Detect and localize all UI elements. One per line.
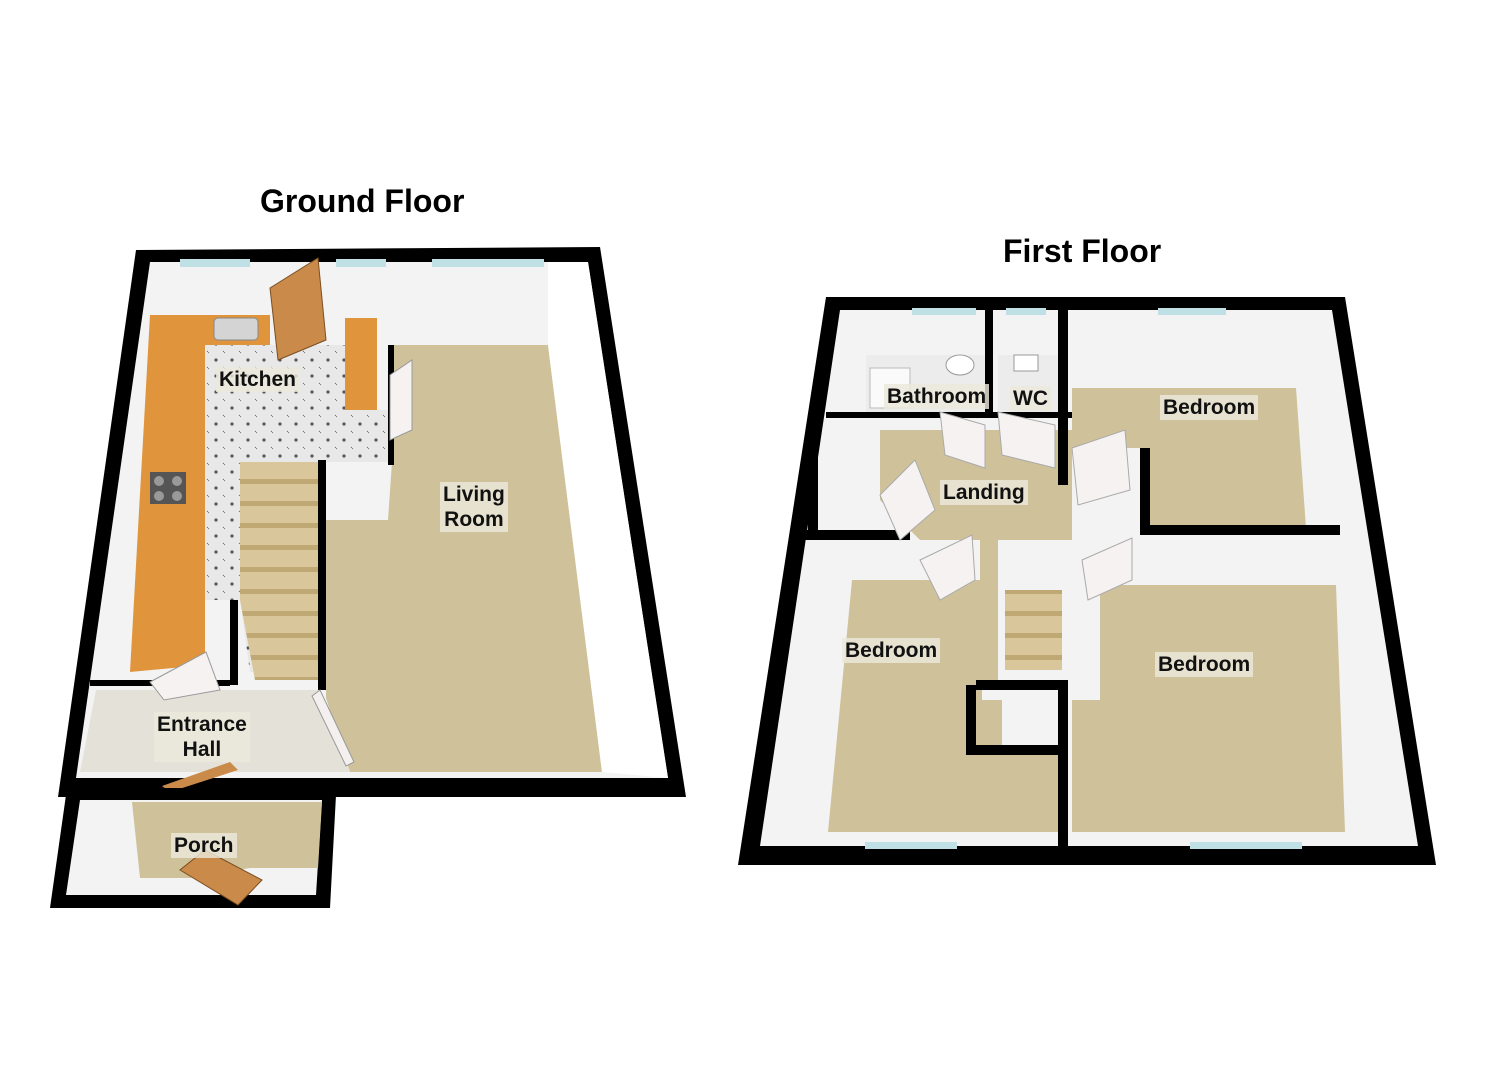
living-room-label: Living Room: [440, 482, 508, 532]
kitchen-living-door-icon: [389, 359, 413, 441]
bathroom-basin-icon: [945, 354, 975, 376]
porch-label: Porch: [171, 833, 237, 858]
bedroom-left-label: Bedroom: [842, 638, 941, 663]
living-room-floor: [326, 345, 602, 772]
kitchen-worktop: [130, 315, 270, 672]
first-floor-stairs: [1005, 590, 1062, 670]
kitchen-window: [180, 259, 250, 267]
kitchen-sink-icon: [213, 317, 259, 341]
bathroom-window: [912, 308, 976, 315]
bedroom-rear-window: [1158, 308, 1226, 315]
bedroom-right-floor: [1072, 585, 1345, 832]
bedroom-rear-door-icon: [1071, 429, 1131, 506]
kitchen-window-2: [336, 259, 386, 267]
bedroom-right-door-icon: [1081, 537, 1133, 601]
bathroom-door-icon: [939, 411, 986, 469]
entrance-hall-label: Entrance Hall: [154, 712, 250, 762]
wc-label: WC: [1010, 386, 1051, 411]
landing-label: Landing: [940, 480, 1028, 505]
back-door-icon: [269, 257, 327, 361]
first-floor-title: First Floor: [1003, 233, 1162, 269]
living-room-window: [432, 259, 544, 267]
front-door-icon: [162, 762, 238, 792]
kitchen-label: Kitchen: [216, 367, 300, 392]
ground-floor-stairs: [240, 462, 318, 680]
bedroom-rear-floor: [1072, 388, 1306, 528]
bedroom-left-window: [865, 842, 957, 849]
bathroom-label: Bathroom: [884, 384, 990, 409]
ground-floor-plan: [50, 247, 686, 908]
ground-floor-title: Ground Floor: [260, 183, 465, 219]
kitchen-unit: [345, 318, 377, 410]
wc-toilet-icon: [1013, 354, 1039, 372]
bedroom-right-label: Bedroom: [1155, 652, 1254, 677]
bedroom-right-window: [1190, 842, 1302, 849]
wc-window: [1006, 308, 1046, 315]
cupboard-door-icon: [879, 459, 936, 541]
first-floor-plan: [738, 297, 1436, 865]
living-room-door-icon: [311, 689, 355, 767]
wc-door-icon: [997, 411, 1056, 469]
bedroom-rear-label: Bedroom: [1160, 395, 1259, 420]
bedroom-left-door-icon: [919, 534, 976, 601]
kitchen-door-icon: [149, 651, 221, 701]
